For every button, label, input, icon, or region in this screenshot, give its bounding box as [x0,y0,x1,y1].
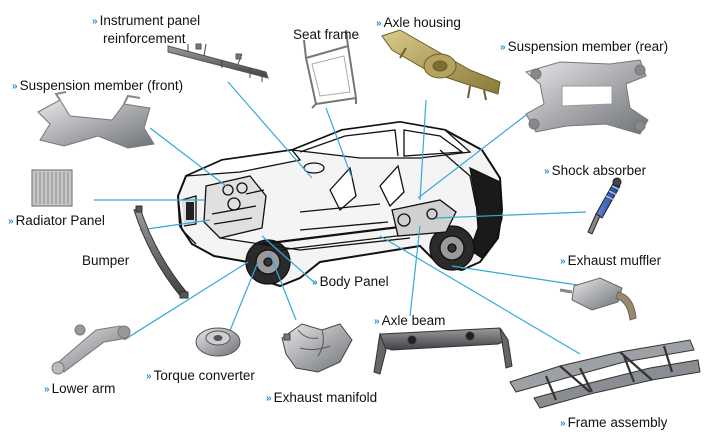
marker-icon: » [92,16,98,27]
radiator-panel-image [31,169,73,207]
label-shock-absorber: »Shock absorber [544,162,646,180]
marker-icon: » [376,18,382,29]
suspension-member-rear-image [524,59,649,135]
label-bumper: Bumper [82,252,129,269]
label-text: Radiator Panel [15,213,105,228]
leader-lines [94,81,587,355]
label-text: Exhaust muffler [567,253,662,268]
marker-icon: » [500,42,506,53]
car-cutaway [176,120,504,288]
label-text: Seat frame [293,27,360,42]
marker-icon: » [374,316,380,327]
label-axle-housing: »Axle housing [376,14,461,32]
marker-icon: » [266,393,272,404]
lower-arm-image [51,324,131,375]
label-text: Instrument panel [99,13,201,28]
label-text: Axle housing [383,15,461,30]
label-text: Exhaust manifold [273,390,378,405]
bumper-image [133,205,189,299]
label-radiator-panel: »Radiator Panel [8,212,105,230]
label-instrument-panel-reinforcement: »Instrument panel reinforcement [92,12,200,47]
label-axle-beam: »Axle beam [374,312,445,330]
marker-icon: » [146,371,152,382]
label-text: Bumper [82,253,130,268]
label-suspension-member-front: »Suspension member (front) [12,77,183,95]
label-text: Frame assembly [567,415,668,430]
label-text: Body Panel [319,274,389,289]
label-suspension-member-rear: »Suspension member (rear) [500,38,668,56]
marker-icon: » [312,277,318,288]
label-text: Suspension member (front) [19,78,184,93]
label-text: Suspension member (rear) [507,39,669,54]
label-seat-frame: Seat frame [293,26,359,43]
label-frame-assembly: »Frame assembly [560,414,667,432]
label-exhaust-manifold: »Exhaust manifold [266,389,377,407]
suspension-member-front-image [37,91,155,149]
marker-icon: » [560,256,566,267]
label-text: Shock absorber [551,163,647,178]
shock-absorber-image [587,177,622,235]
marker-icon: » [8,216,14,227]
label-lower-arm: »Lower arm [44,380,115,398]
torque-converter-image [195,327,241,357]
instrument-panel-reinforcement-image [167,43,269,82]
label-text: Lower arm [51,381,116,396]
exhaust-manifold-image [281,323,353,373]
seat-frame-image [303,29,358,109]
exhaust-muffler-image [559,277,637,321]
axle-beam-image [373,327,513,375]
marker-icon: » [544,166,550,177]
marker-icon: » [12,81,18,92]
frame-assembly-image [509,339,701,409]
marker-icon: » [560,418,566,429]
label-body-panel: »Body Panel [312,273,389,291]
label-exhaust-muffler: »Exhaust muffler [560,252,661,270]
label-text-line2: reinforcement [103,31,186,46]
label-text: Axle beam [381,313,446,328]
axle-housing-image [381,29,501,101]
label-text: Torque converter [153,368,255,383]
label-torque-converter: »Torque converter [146,367,255,385]
marker-icon: » [44,384,50,395]
